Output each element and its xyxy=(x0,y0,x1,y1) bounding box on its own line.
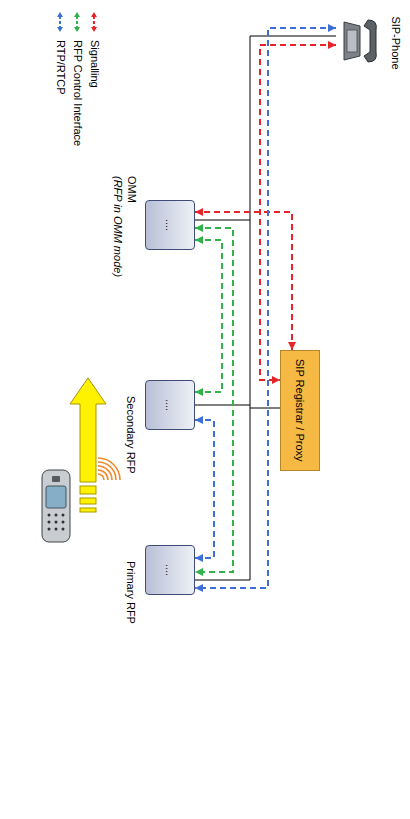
dashed-connector xyxy=(195,240,222,392)
legend-entry: Signalling xyxy=(88,12,101,88)
legend-entry: RTP/RTCP xyxy=(54,12,67,95)
rfp-box: ....Primary RFP xyxy=(145,545,195,595)
node-heading: OMM xyxy=(125,176,138,203)
legend-text: RFP Control Interface xyxy=(71,40,84,146)
registrar-box: SIP Registrar / Proxy xyxy=(280,350,320,471)
legend-line-sample xyxy=(73,12,83,32)
dashed-connector xyxy=(195,212,292,350)
omm-box: ....OMM(RFP in OMM mode) xyxy=(145,200,195,250)
dashed-connector xyxy=(260,45,336,380)
node-heading: Secondary RFP xyxy=(124,396,137,474)
legend-line-sample xyxy=(56,12,66,32)
movement-arrow xyxy=(70,378,106,512)
radio-waves xyxy=(98,458,120,480)
dect-handset xyxy=(42,470,70,542)
dashed-connector xyxy=(195,28,336,588)
dashed-connector xyxy=(195,228,233,572)
dashed-connector xyxy=(195,420,214,558)
network-bus xyxy=(195,36,336,580)
legend-text: Signalling xyxy=(88,40,101,88)
box-dots: .... xyxy=(164,219,177,231)
desk-phone-icon xyxy=(344,20,376,62)
legend-text: RTP/RTCP xyxy=(54,40,67,95)
rfp-box: ....Secondary RFP xyxy=(145,380,195,430)
sip-phone: SIP-Phone xyxy=(336,12,402,84)
node-subheading: (RFP in OMM mode) xyxy=(111,176,124,277)
node-label: SIP Registrar / Proxy xyxy=(294,359,307,462)
node-heading: Primary RFP xyxy=(124,561,137,624)
box-dots: .... xyxy=(164,399,177,411)
node-label: SIP-Phone xyxy=(389,12,402,74)
legend-line-sample xyxy=(90,12,100,32)
box-dots: .... xyxy=(164,564,177,576)
legend-entry: RFP Control Interface xyxy=(71,12,84,146)
